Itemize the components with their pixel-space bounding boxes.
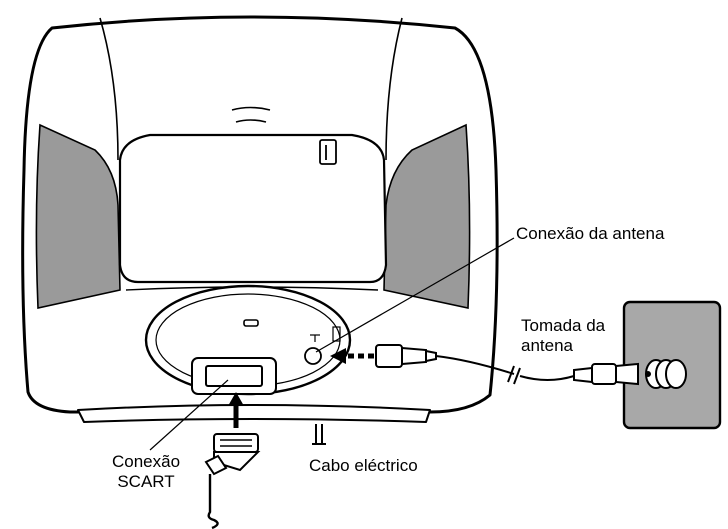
left-speaker-grille [35, 123, 121, 309]
right-speaker-grille [383, 123, 471, 309]
top-clip [319, 139, 337, 165]
scart-cable [207, 474, 219, 529]
label-scart-line2: SCART [117, 472, 175, 491]
tv-bevel-lines [99, 17, 403, 161]
wall-socket-plug [573, 359, 687, 389]
label-antenna-socket-line2: antena [521, 336, 573, 355]
label-power-cable: Cabo eléctrico [309, 456, 418, 475]
antenna-cable [435, 355, 575, 385]
power-cable [312, 424, 326, 445]
leader-scart [149, 379, 229, 451]
antenna-plug [375, 344, 437, 368]
label-antenna-connection: Conexão da antena [516, 224, 665, 243]
label-scart-line1: Conexão [111, 452, 181, 471]
rear-panel [118, 133, 388, 284]
label-antenna-socket-line1: Tomada da [521, 316, 606, 335]
small-indicator [243, 319, 259, 327]
scart-insert-arrow [228, 392, 244, 428]
antenna-symbol-icon [310, 326, 341, 342]
scart-plug [204, 433, 261, 476]
antenna-insert-arrow [330, 348, 374, 364]
tv-base-lip [77, 404, 431, 423]
leader-lines [149, 237, 515, 451]
leader-antenna-connection [315, 237, 515, 353]
scart-port [191, 357, 277, 395]
